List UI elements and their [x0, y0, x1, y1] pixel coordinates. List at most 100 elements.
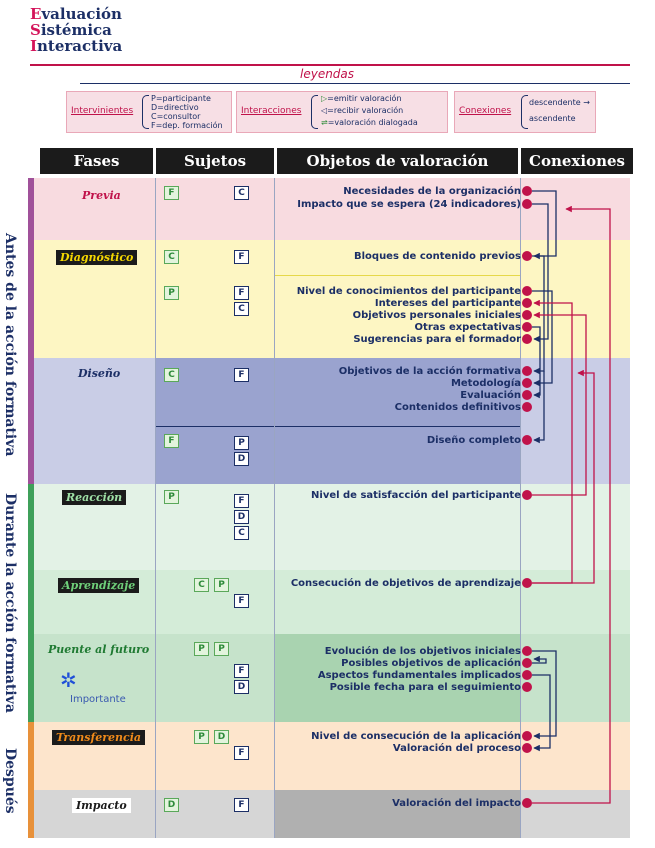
subject-icon-f: F: [234, 664, 249, 678]
subject-icon-d: D: [234, 452, 249, 466]
divider: [30, 64, 630, 66]
subject-icon-d: D: [234, 680, 249, 694]
logo-initial: S: [30, 21, 41, 39]
legend-item: C=consultor: [151, 112, 201, 121]
connection-dot: [522, 743, 532, 753]
band-puente-dark: [274, 634, 520, 722]
connection-dot: [522, 402, 532, 412]
group-label-despues: Después: [2, 748, 18, 814]
connection-dot: [522, 670, 532, 680]
bracket: [142, 95, 149, 129]
subject-icon-c: C: [164, 250, 179, 264]
legend-item: P=participante: [151, 94, 211, 103]
object-text: Posibles objetivos de aplicación: [341, 658, 521, 669]
column-separator: [520, 178, 521, 838]
phase-diseno: Diseño: [78, 367, 121, 380]
column-separator: [274, 178, 275, 838]
connection-dot: [522, 366, 532, 376]
object-text: Evolución de los objetivos iniciales: [324, 646, 521, 657]
connection-dot: [522, 658, 532, 668]
subject-icon-f: F: [234, 798, 249, 812]
dialog-arrow-icon: ⇌: [321, 118, 328, 127]
logo-text: valuación: [41, 5, 122, 23]
group-label-durante: Durante la acción formativa: [2, 493, 18, 713]
legend-item: D=directivo: [151, 103, 199, 112]
subject-icon-d: D: [164, 798, 179, 812]
bracket: [521, 95, 528, 129]
receive-arrow-icon: ◁: [321, 106, 328, 115]
phase-diagnostico: Diagnóstico: [56, 250, 138, 265]
legend-intervinientes: Intervinientes P=participante D=directiv…: [66, 91, 232, 133]
subject-icon-f: F: [164, 434, 179, 448]
band-impacto-dark: [274, 790, 520, 838]
legend-item: F=dep. formación: [151, 121, 223, 130]
logo-initial: E: [30, 5, 42, 23]
connection-dot: [522, 186, 532, 196]
logo-text: nteractiva: [37, 37, 123, 55]
object-text: Metodología: [450, 378, 521, 389]
object-text: Objetivos de la acción formativa: [338, 366, 521, 377]
connection-dot: [522, 310, 532, 320]
object-text: Bloques de contenido previos: [353, 251, 521, 262]
header-fases: Fases: [40, 148, 153, 174]
logo: Evaluación Sistémica Interactiva: [30, 6, 122, 54]
connection-dot: [522, 490, 532, 500]
subject-icon-c: C: [234, 186, 249, 200]
group-label-antes: Antes de la acción formativa: [2, 233, 18, 457]
arrow-right-icon: →: [583, 98, 590, 107]
subject-icon-p: P: [164, 286, 179, 300]
connection-dot: [522, 682, 532, 692]
subject-icon-c: C: [164, 368, 179, 382]
object-text: Valoración del impacto: [392, 798, 521, 809]
connection-dot: [522, 731, 532, 741]
legend-key: Interacciones: [241, 106, 302, 116]
subject-icon-p: P: [214, 642, 229, 656]
logo-text: istémica: [40, 21, 112, 39]
object-text: Intereses del participante: [374, 298, 521, 309]
subject-icon-p: P: [194, 642, 209, 656]
subject-icon-c: C: [194, 578, 209, 592]
connection-dot: [522, 322, 532, 332]
legend-item: =valoración dialogada: [327, 118, 418, 127]
header-sujetos: Sujetos: [156, 148, 274, 174]
object-text: Impacto que se espera (24 indicadores): [297, 199, 521, 210]
bracket: [311, 95, 318, 129]
object-text: Objetivos personales iniciales: [352, 310, 521, 321]
phase-puente: Puente al futuro: [48, 643, 150, 656]
subject-icon-f: F: [234, 286, 249, 300]
object-text: Contenidos definitivos: [394, 402, 521, 413]
legend-interacciones: Interacciones ▷=emitir valoración ◁=reci…: [236, 91, 448, 133]
subject-icon-d: D: [214, 730, 229, 744]
subject-icon-p: P: [164, 490, 179, 504]
group-bar-antes: [28, 178, 34, 484]
object-text: Posible fecha para el seguimiento: [329, 682, 521, 693]
object-text: Aspectos fundamentales implicados: [317, 670, 521, 681]
logo-initial: I: [30, 37, 38, 55]
legend-title: leyendas: [300, 67, 355, 81]
column-separator: [155, 178, 156, 838]
subject-icon-f: F: [234, 746, 249, 760]
legend-item: =emitir valoración: [327, 94, 402, 103]
phase-aprendizaje: Aprendizaje: [58, 578, 140, 593]
divider: [274, 275, 520, 276]
legend-key: Intervinientes: [71, 106, 134, 116]
connection-dot: [522, 334, 532, 344]
object-text: Nivel de conocimientos del participante: [296, 286, 521, 297]
object-text: Evaluación: [460, 390, 521, 401]
connection-dot: [522, 578, 532, 588]
object-text: Valoración del proceso: [392, 743, 521, 754]
object-text: Otras expectativas: [414, 322, 521, 333]
legend-item: =recibir valoración: [327, 106, 404, 115]
phase-reaccion: Reacción: [62, 490, 127, 505]
connection-dot: [522, 251, 532, 261]
divider: [156, 426, 520, 427]
subject-icon-d: D: [234, 510, 249, 524]
object-text: Nivel de satisfacción del participante: [311, 490, 521, 501]
connection-dot: [522, 286, 532, 296]
object-text: Consecución de objetivos de aprendizaje: [290, 578, 521, 589]
object-text: Nivel de consecución de la aplicación: [311, 731, 521, 742]
object-text: Sugerencias para el formador: [353, 334, 521, 345]
subject-icon-f: F: [234, 368, 249, 382]
subject-icon-p: P: [234, 436, 249, 450]
